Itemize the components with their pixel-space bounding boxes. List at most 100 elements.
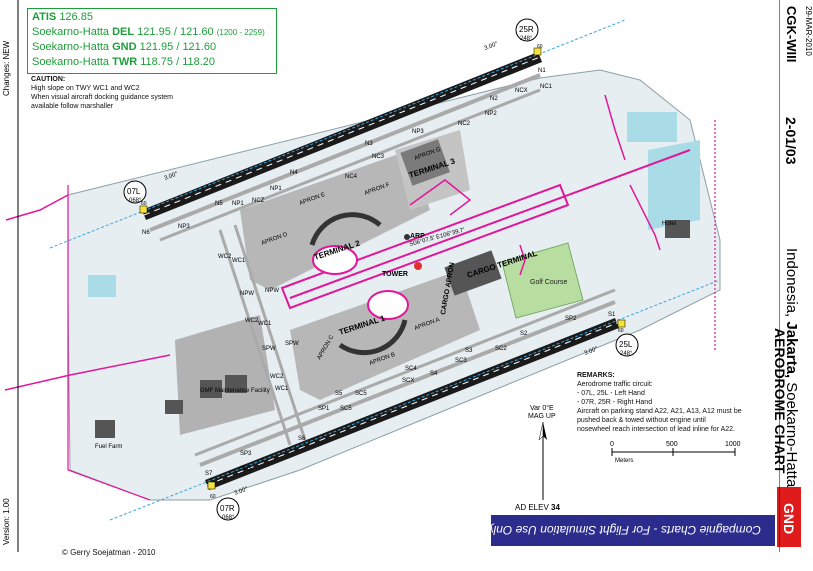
aerodrome-map: Golf Course TERMINAL 1 TERMINAL — [4, 0, 781, 552]
remarks-line: pushed back & towed without engine until — [577, 417, 706, 424]
terminal-1-arc — [338, 319, 408, 356]
gnd-tab: GND — [777, 487, 801, 547]
taxiway-label: SP3 — [240, 451, 252, 457]
taxiway-label: NP1 — [232, 201, 244, 207]
lighting-note: 60 — [141, 201, 147, 207]
taxiway-label: SC3 — [455, 358, 467, 364]
perimeter-road — [67, 185, 151, 501]
chart-id: CGK-WIII — [784, 6, 799, 63]
magnetic-variation: Var 0°E — [530, 404, 554, 412]
atis-frequency: ATIS 126.85 — [32, 11, 93, 23]
taxiway-north — [149, 73, 541, 232]
remarks-line: nosewheel reach intersection of lead inl… — [577, 426, 735, 433]
taxiway-label: NC1 — [540, 84, 553, 90]
arp-icon — [404, 234, 410, 240]
aerodrome-elevation: AD ELEV 34 — [515, 503, 560, 512]
remarks: REMARKS: Aerodrome traffic circuit: - 07… — [577, 371, 777, 434]
svg-text:Meters: Meters — [615, 458, 633, 464]
main-access-road-center — [289, 149, 691, 299]
taxiway-label: WC1 — [258, 321, 272, 327]
runway-end-25l: 25L 248° — [615, 319, 639, 357]
terminal-2-arc — [309, 212, 382, 246]
delivery-frequency: Soekarno-Hatta DEL 121.95 / 121.60 (1200… — [32, 26, 265, 38]
apron-south — [290, 270, 480, 400]
lighting-note: 60 — [537, 44, 543, 50]
svg-text:500: 500 — [666, 441, 678, 448]
taxiway-label: SPW — [285, 341, 299, 347]
taxiway-label: S2 — [520, 331, 528, 337]
gmf-hangar — [165, 400, 183, 414]
taxiway-label: N3 — [365, 141, 373, 147]
golf-course — [501, 242, 584, 319]
taxiway-label: SC4 — [405, 366, 417, 372]
gmf-label: GMF Maintenance Facility — [200, 388, 270, 394]
taxiway-label: S3 — [465, 348, 473, 354]
tower-frequency: Soekarno-Hatta TWR 118.75 / 118.20 — [32, 56, 216, 68]
svg-text:248°: 248° — [620, 351, 633, 357]
runway-end-25r: 25R 248° — [515, 18, 542, 56]
ground-frequency: Soekarno-Hatta GND 121.95 / 121.60 — [32, 41, 217, 53]
svg-text:25R: 25R — [519, 25, 534, 34]
runway-end-07r: 07R 068° — [207, 481, 240, 521]
papi-angle: 3.00° — [584, 346, 600, 357]
taxiway-label: S7 — [205, 471, 213, 477]
gmf-hangar — [200, 380, 222, 398]
taxiway-label: N4 — [290, 170, 298, 176]
taxiway-label: WC2 — [218, 254, 232, 260]
taxiway-label: SC2 — [495, 346, 507, 352]
fuel-farm-tanks — [95, 420, 115, 438]
taxiway-label: WC1 — [275, 386, 289, 392]
perimeter-road — [4, 354, 171, 391]
svg-text:1000: 1000 — [725, 441, 741, 448]
gmf-hangar — [225, 375, 247, 393]
remarks-line: - 07L, 25L - Left Hand — [577, 390, 645, 397]
remarks-line: Aircraft on parking stand A22, A21, A13,… — [577, 408, 742, 415]
svg-text:07L: 07L — [127, 187, 141, 196]
terminal-3-road — [409, 179, 472, 216]
taxiway-label: NP3 — [412, 129, 424, 135]
taxiway-label: NP2 — [485, 111, 497, 117]
scale-bar: 0 500 1000 Meters — [610, 441, 741, 464]
taxiway-label: N5 — [215, 201, 223, 207]
terminal-2-loop — [312, 245, 358, 275]
taxiway-north-outer — [159, 88, 541, 242]
taxiway-label: NC2 — [458, 121, 471, 127]
frequency-box: ATIS 126.85 Soekarno-Hatta DEL 121.95 / … — [27, 8, 277, 74]
taxiway-label: SC5 — [355, 391, 367, 397]
copyright: © Gerry Soejatman - 2010 — [62, 548, 156, 557]
svg-text:25L: 25L — [619, 340, 633, 349]
taxiway-south — [199, 300, 616, 467]
svg-text:0: 0 — [610, 441, 614, 448]
taxiway-label: SC5 — [340, 406, 352, 412]
terminal-3-building — [400, 139, 450, 186]
taxiway-label: NP1 — [270, 186, 282, 192]
svg-text:248°: 248° — [520, 36, 533, 42]
golf-course-label: Golf Course — [530, 279, 567, 286]
tower-icon — [414, 262, 422, 270]
gnd-label: GND — [781, 503, 797, 535]
taxiway-label: WC1 — [232, 258, 246, 264]
remarks-line: Aerodrome traffic circuit: — [577, 381, 653, 388]
taxiway-label: SP2 — [565, 316, 577, 322]
taxiway-wc1 — [218, 229, 292, 446]
simulation-banner: Compagnie Charts - For Flight Simulation… — [488, 515, 775, 546]
aerodrome-map-svg: Golf Course TERMINAL 1 TERMINAL — [4, 0, 781, 552]
hotel-building — [665, 220, 690, 238]
taxiway-label: WC2 — [270, 374, 284, 380]
tower-label: TOWER — [382, 271, 408, 278]
papi-angle: 3.00° — [234, 486, 250, 497]
taxiway-label: N2 — [490, 96, 498, 102]
papi-angle: 3.00° — [484, 41, 500, 52]
cargo-terminal-building — [444, 250, 502, 296]
taxiway-label: S4 — [430, 371, 438, 377]
papi-angle: 3.00° — [164, 171, 180, 182]
remarks-line: - 07R, 25R - Right Hand — [577, 399, 653, 406]
access-road — [5, 194, 69, 221]
caution-line: High slope on TWY WC1 and WC2 — [31, 85, 140, 92]
arp-label: ARP — [410, 233, 425, 240]
taxiway-label: SCX — [402, 378, 414, 384]
lighting-note: 60 — [210, 494, 216, 500]
caution-line: available follow marshaller — [31, 103, 114, 110]
taxiway-label: NPW — [240, 291, 254, 297]
taxiway-label: NPW — [265, 288, 279, 294]
